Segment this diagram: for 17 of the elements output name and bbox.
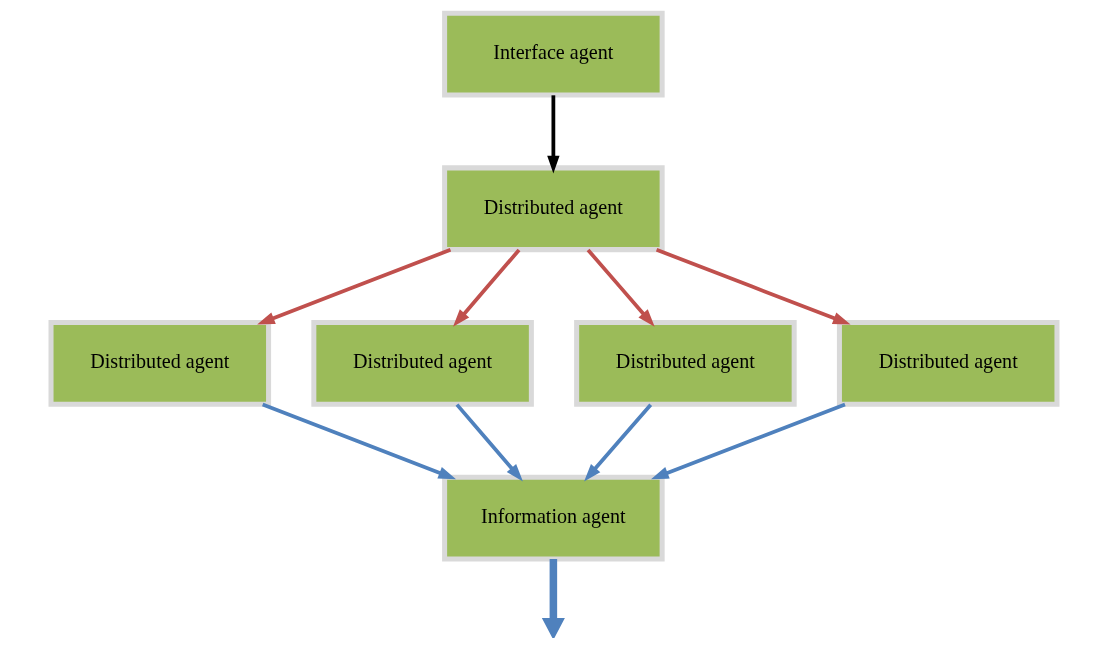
arrow [655, 248, 851, 325]
node-box: Distributed agent [48, 320, 271, 407]
arrow [452, 248, 520, 327]
arrow [546, 95, 560, 174]
arrow [541, 559, 565, 638]
node-box: Distributed agent [573, 320, 797, 407]
arrow [650, 402, 846, 480]
arrow [586, 248, 655, 327]
node-box: Interface agent [441, 10, 665, 98]
arrow [261, 402, 456, 480]
arrow [583, 403, 652, 482]
arrow [455, 403, 523, 482]
node-box: Information agent [441, 474, 665, 562]
node-box: Distributed agent [441, 165, 665, 253]
node-box: Distributed agent [310, 320, 534, 407]
arrow [256, 248, 451, 325]
node-box: Distributed agent [836, 320, 1059, 407]
